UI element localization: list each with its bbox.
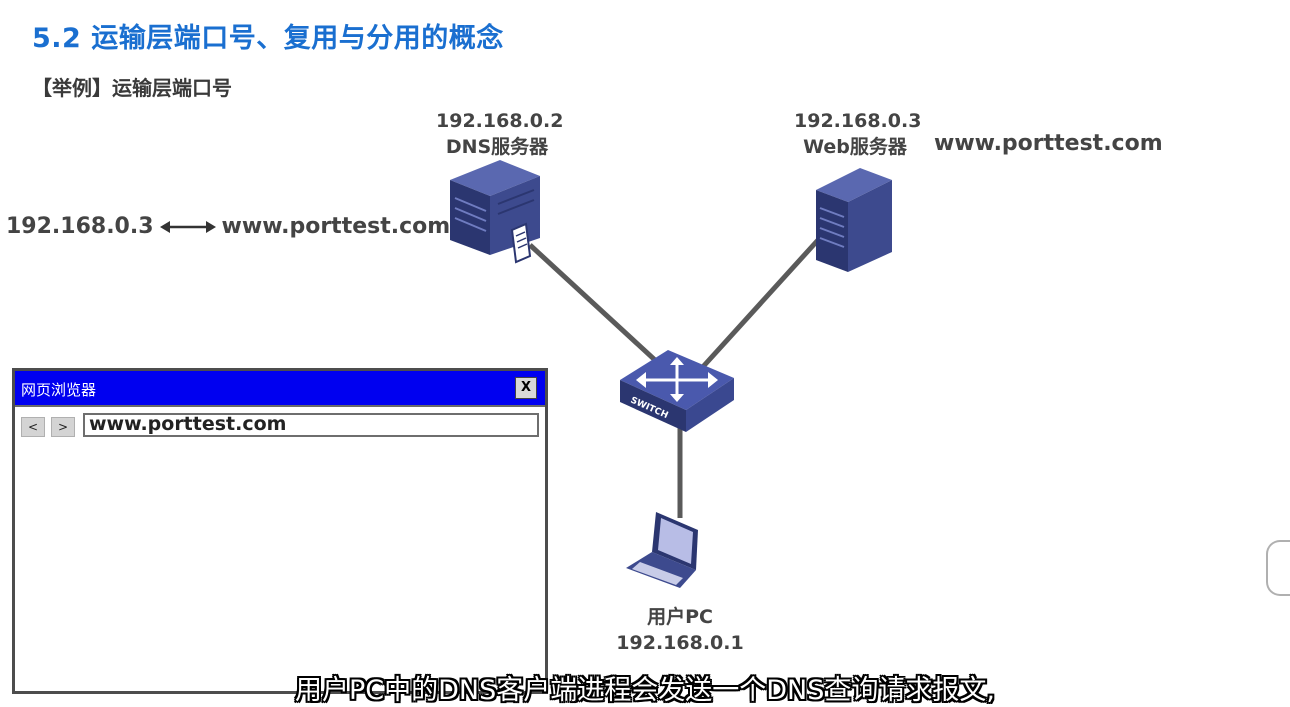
- mapping-ip: 192.168.0.3: [6, 214, 154, 239]
- user-pc-ip: 192.168.0.1: [616, 632, 744, 654]
- dns-server-ip: 192.168.0.2: [436, 110, 564, 132]
- web-server-domain: www.porttest.com: [934, 131, 1163, 156]
- user-pc-name: 用户PC: [647, 606, 713, 628]
- laptop-icon: [626, 512, 698, 588]
- document-icon: [510, 222, 532, 264]
- example-label: 【举例】运输层端口号: [32, 76, 232, 100]
- address-bar[interactable]: www.porttest.com: [83, 413, 539, 437]
- web-server-name: Web服务器: [803, 136, 907, 158]
- close-icon[interactable]: X: [515, 377, 537, 399]
- browser-titlebar[interactable]: 网页浏览器 X: [15, 371, 545, 407]
- double-arrow-icon: [159, 220, 216, 233]
- forward-button[interactable]: >: [51, 417, 75, 437]
- browser-window: 网页浏览器 X < > www.porttest.com: [12, 368, 548, 694]
- user-pc-label: 用户PC 192.168.0.1: [610, 604, 750, 656]
- web-server-ip: 192.168.0.3: [794, 110, 922, 132]
- web-server-label: 192.168.0.3 Web服务器: [794, 108, 922, 160]
- browser-title: 网页浏览器: [21, 381, 97, 399]
- video-subtitle: 用户PC中的DNS客户端进程会发送一个DNS查询请求报文,: [295, 675, 995, 706]
- link-web-switch: [698, 238, 820, 372]
- mapping-domain: www.porttest.com: [221, 214, 451, 239]
- dns-server-name: DNS服务器: [445, 136, 549, 158]
- browser-content-area[interactable]: [15, 445, 545, 691]
- back-button[interactable]: <: [21, 417, 45, 437]
- web-server-icon: [816, 168, 892, 272]
- switch-icon: SWITCH: [620, 350, 734, 432]
- slide-title: 5.2 运输层端口号、复用与分用的概念: [32, 23, 504, 54]
- dns-mapping: 192.168.0.3 www.porttest.com: [6, 214, 450, 239]
- floating-widget-edge[interactable]: [1266, 540, 1290, 596]
- dns-server-label: 192.168.0.2 DNS服务器: [436, 108, 564, 160]
- link-dns-switch: [528, 243, 670, 374]
